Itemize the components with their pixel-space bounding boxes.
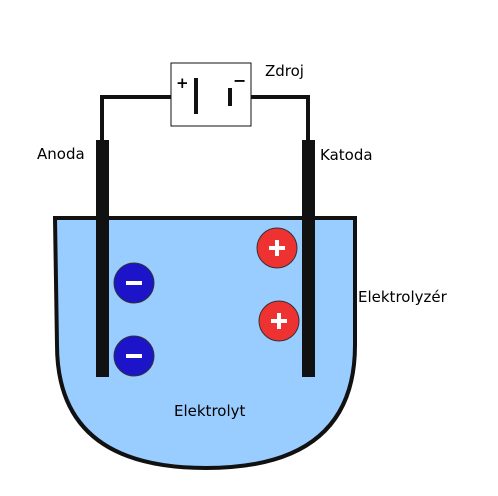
electrolyzer-label: Elektrolyzér <box>358 288 447 306</box>
anode-label: Anoda <box>37 145 85 163</box>
battery-minus-sign: − <box>233 71 246 90</box>
anion <box>113 262 155 304</box>
cathode-label: Katoda <box>320 146 373 164</box>
cation <box>256 227 298 269</box>
source-label: Zdroj <box>265 62 304 80</box>
cation <box>258 300 300 342</box>
anion <box>113 335 155 377</box>
power-source-box <box>170 62 252 127</box>
cathode-electrode <box>302 140 315 377</box>
electrolyte-label: Elektrolyt <box>174 402 246 420</box>
cathode-wire <box>232 95 310 145</box>
anode-electrode <box>96 140 109 377</box>
anode-wire <box>100 95 192 145</box>
battery-plus-sign: + <box>176 74 189 92</box>
